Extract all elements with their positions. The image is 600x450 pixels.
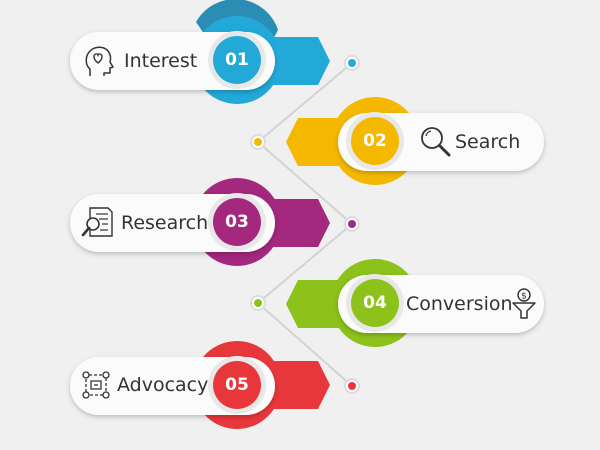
step-5-node-dot (348, 382, 356, 390)
step-2-label: Search (455, 131, 521, 153)
step-2-node-dot (254, 138, 262, 146)
magnifier-icon (421, 127, 451, 157)
step-5-graphics (70, 341, 360, 429)
step-2-badge (351, 117, 399, 165)
step-1-graphics (70, 0, 360, 104)
step-2-number: 02 (363, 131, 387, 151)
step-4-graphics (250, 259, 544, 347)
step-4-number: 04 (363, 293, 387, 313)
step-5-label: Advocacy (117, 374, 209, 396)
step-4-badge (351, 279, 399, 327)
funnel-dollar-icon: $ (512, 288, 536, 319)
step-5-number: 05 (225, 375, 249, 395)
step-3-label: Research (121, 212, 209, 234)
step-4-label: Conversion (406, 293, 513, 315)
step-3-node-dot (348, 220, 356, 228)
step-1-badge (213, 36, 261, 84)
document-magnifier-icon (81, 207, 113, 237)
svg-text:$: $ (521, 292, 527, 302)
step-3-graphics (70, 178, 360, 266)
head-heart-icon (85, 46, 114, 76)
step-1-label: Interest (124, 50, 198, 72)
step-1-node-dot (348, 59, 356, 67)
step-1-number: 01 (225, 50, 249, 70)
step-2-graphics (250, 97, 544, 185)
step-3-badge (213, 198, 261, 246)
step-4-node-dot (254, 299, 262, 307)
step-5-badge (213, 361, 261, 409)
network-people-icon (82, 371, 110, 399)
step-3-number: 03 (225, 212, 249, 232)
